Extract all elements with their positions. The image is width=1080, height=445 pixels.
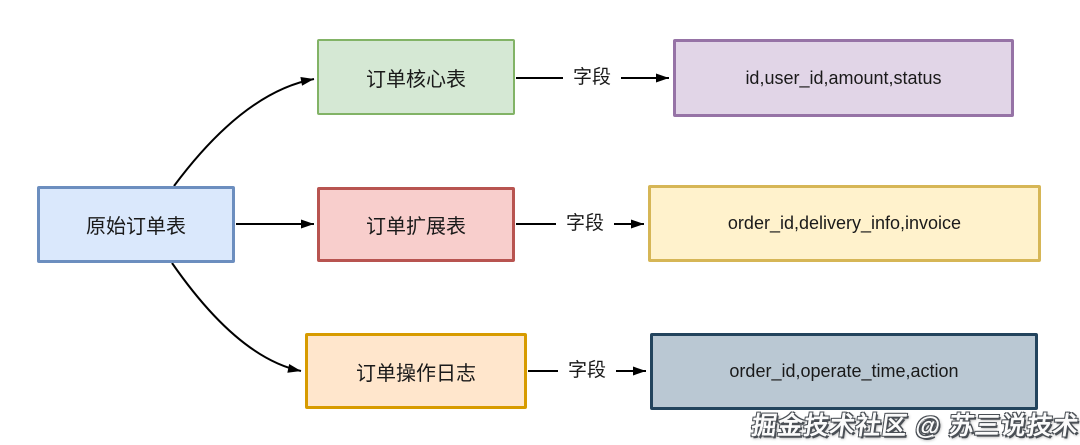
edge-label-log-fields: 字段 <box>558 358 616 384</box>
node-order-operation-log-fields: order_id,operate_time,action <box>650 333 1038 410</box>
node-order-extension-table: 订单扩展表 <box>317 187 515 262</box>
node-order-core-table: 订单核心表 <box>317 39 515 115</box>
edge-label-extension-fields: 字段 <box>556 211 614 237</box>
edge-source-to-core-table <box>173 76 315 187</box>
edge-source-to-log-table <box>171 262 302 373</box>
node-order-core-fields: id,user_id,amount,status <box>673 39 1014 117</box>
node-order-operation-log-table: 订单操作日志 <box>305 333 527 409</box>
node-original-order-table: 原始订单表 <box>37 186 235 263</box>
edge-label-core-fields: 字段 <box>563 65 621 91</box>
node-order-extension-fields: order_id,delivery_info,invoice <box>648 185 1041 262</box>
watermark-text: 掘金技术社区 @ 苏三说技术 <box>749 412 1080 440</box>
